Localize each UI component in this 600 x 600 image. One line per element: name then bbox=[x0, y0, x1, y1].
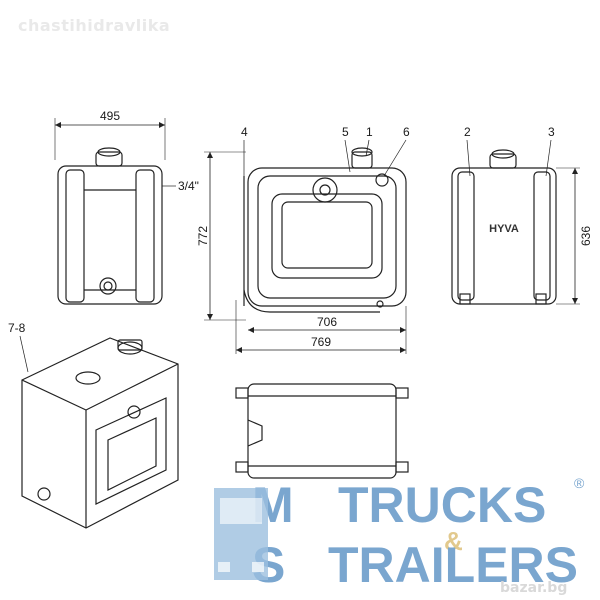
dim-495-label: 495 bbox=[100, 109, 120, 123]
isometric-view: 7-8 bbox=[8, 321, 179, 529]
footer-watermark: bazar.bg bbox=[500, 580, 568, 596]
callout-4: 4 bbox=[241, 125, 248, 139]
dim-706-label: 706 bbox=[317, 315, 337, 329]
brand-trailers: TRAILERS bbox=[328, 537, 578, 593]
callout-7-8: 7-8 bbox=[8, 321, 26, 335]
dim-772-label: 772 bbox=[196, 226, 210, 246]
hyva-logo: HYVA bbox=[489, 223, 519, 235]
brand-ampersand: & bbox=[444, 526, 463, 556]
front-view: 4 5 1 6 772 706 bbox=[196, 125, 410, 354]
callout-3: 3 bbox=[548, 125, 555, 139]
dim-769-label: 769 bbox=[311, 335, 331, 349]
callout-1: 1 bbox=[366, 125, 373, 139]
callout-2: 2 bbox=[464, 125, 471, 139]
brand-trucks: TRUCKS bbox=[338, 477, 547, 533]
top-view bbox=[235, 383, 409, 479]
callout-5: 5 bbox=[342, 125, 349, 139]
watermark-text: chastihidravlika bbox=[18, 16, 171, 35]
brand-registered: ® bbox=[574, 475, 585, 491]
thread-label: 3/4" bbox=[178, 179, 199, 193]
truck-silhouette-icon bbox=[214, 488, 268, 580]
side-view-right: 2 3 HYVA 636 bbox=[451, 125, 593, 305]
dim-636-label: 636 bbox=[579, 226, 593, 246]
side-view-left: 495 3/4" bbox=[54, 109, 199, 305]
callout-6: 6 bbox=[403, 125, 410, 139]
